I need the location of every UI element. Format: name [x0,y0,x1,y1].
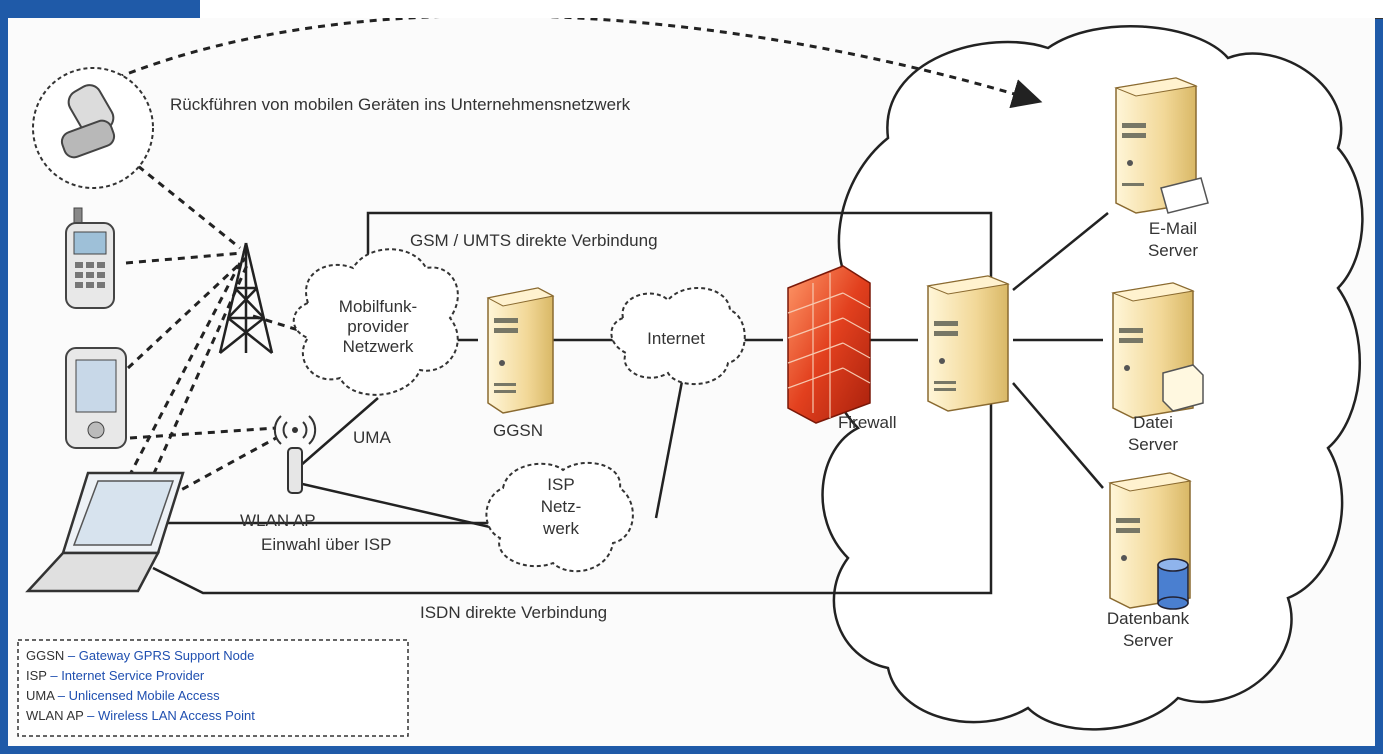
top-strip [200,0,1383,19]
firewall-icon [787,265,871,424]
link-wlan-mobile [299,397,379,467]
link-proxy-db [1012,382,1104,489]
legend-item: GGSN – Gateway GPRS Support Node [26,648,254,663]
mobile-phone-icon [65,207,115,309]
corporate-cloud [821,25,1364,731]
mobile-provider-label-3: Netzwerk [343,337,414,356]
wlan-ap-icon [273,415,317,494]
dashed-links [92,18,1043,510]
email-server-icon [1114,77,1209,214]
uma-label: UMA [353,428,391,447]
isp-label-2: Netz- [541,497,582,516]
ggsn-server-icon [486,287,555,414]
email-server-label-2: Server [1148,241,1198,260]
link-proxy-email [1012,212,1109,291]
link-wlan-isp [297,481,504,532]
flip-phone-icon [60,84,116,159]
legend: GGSN – Gateway GPRS Support Node ISP – I… [17,639,409,737]
wlan-label: WLAN AP [240,511,316,530]
file-server-label-2: Server [1128,435,1178,454]
network-diagram: Rückführen von mobilen Geräten ins Unter… [17,18,1364,737]
isdn-label: ISDN direkte Verbindung [420,603,607,622]
internet-label: Internet [647,329,705,348]
isp-cloud [485,461,634,573]
link-internet-isp [654,375,685,519]
legend-item: ISP – Internet Service Provider [26,668,205,683]
mobile-provider-label-1: Mobilfunk- [339,297,417,316]
legend-item: WLAN AP – Wireless LAN Access Point [26,708,255,723]
db-server-label-1: Datenbank [1107,609,1190,628]
proxy-server-icon [926,275,1010,412]
diagram-title: Rückführen von mobilen Geräten ins Unter… [170,95,631,114]
firewall-label: Firewall [838,413,897,432]
ggsn-label: GGSN [493,421,543,440]
email-server-label-1: E-Mail [1149,219,1197,238]
mobile-provider-label-2: provider [347,317,409,336]
internet-cloud [610,286,746,386]
pda-icon [65,347,127,449]
cell-tower-icon [218,242,274,354]
legend-box [17,639,409,737]
diagram-canvas: Rückführen von mobilen Geräten ins Unter… [8,18,1375,746]
database-server-icon [1108,472,1192,610]
file-server-label-1: Datei [1133,413,1173,432]
file-server-icon [1111,282,1204,419]
solid-links [152,211,1109,595]
isp-label-3: werk [542,519,579,538]
dialin-label: Einwahl über ISP [261,535,391,554]
legend-item: UMA – Unlicensed Mobile Access [26,688,220,703]
mobile-provider-cloud [292,248,459,396]
laptop-icon [25,471,185,593]
db-server-label-2: Server [1123,631,1173,650]
gsm-label: GSM / UMTS direkte Verbindung [410,231,658,250]
isp-label-1: ISP [547,475,574,494]
